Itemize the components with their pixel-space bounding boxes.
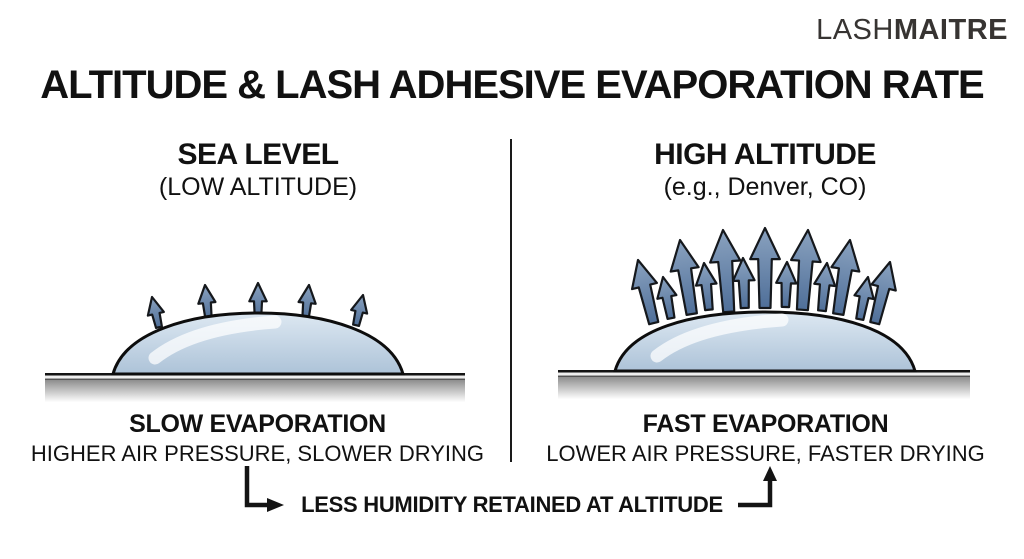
adhesive-droplet [613,310,917,373]
vapor-arrow-layer [146,281,369,329]
elbow-arrow-up-icon [737,466,777,508]
vapor-arrow [694,261,718,312]
footer-note-text: LESS HUMIDITY RETAINED AT ALTITUDE [301,492,723,517]
vapor-arrow [731,256,756,310]
page-title: ALTITUDE & LASH ADHESIVE EVAPORATION RAT… [40,63,984,107]
ground-surface [45,373,465,402]
vapor-arrow [830,238,861,316]
vapor-arrow [709,228,742,314]
vapor-arrow [789,228,822,312]
vapor-arrow [749,226,781,310]
sea-level-heading: SEA LEVEL [177,138,339,171]
high-altitude-header: HIGH ALTITUDE (e.g., Denver, CO) [545,138,985,202]
high-altitude-evaporation-label: FAST EVAPORATION [642,410,889,438]
high-altitude-diagram [558,226,970,399]
ground-surface [558,370,970,399]
high-altitude-subheading: (e.g., Denver, CO) [663,173,867,201]
sea-level-subheading: (LOW ALTITUDE) [158,173,358,201]
high-altitude-pressure-note: LOWER AIR PRESSURE, FASTER DRYING [546,441,985,466]
vapor-arrow [630,258,660,326]
sea-level-pressure-note: HIGHER AIR PRESSURE, SLOWER DRYING [30,441,485,466]
brand-logo-prefix: LASH [816,14,894,46]
panel-divider [510,139,512,462]
sea-level-header: SEA LEVEL (LOW ALTITUDE) [38,138,478,202]
droplet-highlight [650,313,789,363]
vapor-arrow-layer [630,226,897,326]
vapor-arrow [146,295,165,329]
brand-logo: LASHMAITRE [816,14,1008,47]
high-altitude-caption: FAST EVAPORATION LOWER AIR PRESSURE, FAS… [538,408,993,467]
vapor-arrow [350,293,369,327]
vapor-arrow [656,275,678,320]
adhesive-droplet [111,311,405,376]
sea-level-evaporation-label: SLOW EVAPORATION [129,410,386,438]
vapor-arrow [869,260,897,326]
elbow-arrow-right-icon [244,466,285,512]
vapor-arrow [853,275,875,321]
vapor-arrow [813,261,837,313]
footer-annotation: LESS HUMIDITY RETAINED AT ALTITUDE [0,464,1024,518]
droplet-highlight [148,315,282,365]
high-altitude-heading: HIGH ALTITUDE [654,138,876,171]
sea-level-caption: SLOW EVAPORATION HIGHER AIR PRESSURE, SL… [30,408,485,467]
vapor-arrow [775,260,798,309]
vapor-arrow [669,238,700,316]
sea-level-diagram [45,281,465,402]
brand-logo-suffix: MAITRE [893,14,1008,46]
